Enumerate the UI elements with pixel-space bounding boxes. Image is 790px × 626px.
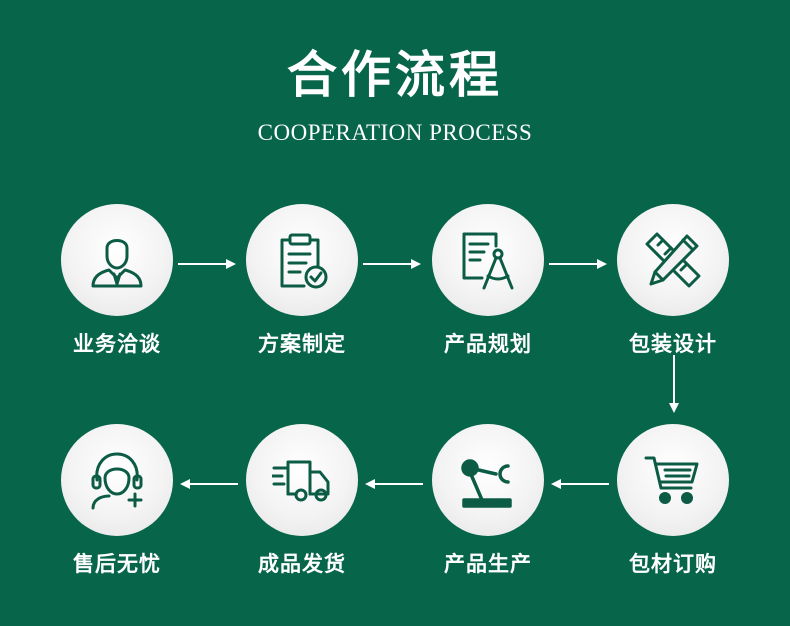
robot-arm-icon <box>461 459 512 508</box>
shopping-cart-icon <box>644 456 699 504</box>
clipboard-check-icon <box>280 233 328 289</box>
step-circle <box>617 204 729 316</box>
step-label: 售后无忧 <box>73 552 161 576</box>
page-title: 合作流程 <box>287 45 503 104</box>
step-product-planning: 产品规划 <box>418 204 558 364</box>
step-circle <box>61 424 173 536</box>
step-circle <box>246 424 358 536</box>
arrow-down <box>666 355 682 415</box>
step-label: 包材订购 <box>629 552 717 576</box>
step-plan-formulation: 方案制定 <box>232 204 372 364</box>
arrow-left <box>549 476 609 492</box>
page-subtitle: COOPERATION PROCESS <box>257 120 533 145</box>
compass-document-icon <box>462 232 514 290</box>
step-circle <box>432 424 544 536</box>
arrow-left <box>178 476 238 492</box>
step-packaging-design: 包装设计 <box>603 204 743 364</box>
ruler-pencil-icon <box>645 232 701 288</box>
person-suit-icon <box>91 239 143 288</box>
step-circle <box>432 204 544 316</box>
step-production: 产品生产 <box>418 424 558 584</box>
step-label: 产品规划 <box>444 332 532 356</box>
arrow-right <box>178 256 238 272</box>
arrow-left <box>363 476 423 492</box>
delivery-truck-icon <box>272 460 330 502</box>
arrow-right <box>549 256 609 272</box>
step-label: 包装设计 <box>629 332 717 356</box>
step-circle <box>61 204 173 316</box>
step-label: 方案制定 <box>258 332 346 356</box>
step-label: 业务洽谈 <box>73 332 161 356</box>
step-shipping: 成品发货 <box>232 424 372 584</box>
step-circle <box>617 424 729 536</box>
step-label: 产品生产 <box>444 552 532 576</box>
step-after-sales: 售后无忧 <box>47 424 187 584</box>
headset-support-icon <box>91 452 143 510</box>
step-business-negotiation: 业务洽谈 <box>47 204 187 364</box>
step-label: 成品发货 <box>258 552 346 576</box>
step-circle <box>246 204 358 316</box>
arrow-right <box>363 256 423 272</box>
step-material-ordering: 包材订购 <box>603 424 743 584</box>
